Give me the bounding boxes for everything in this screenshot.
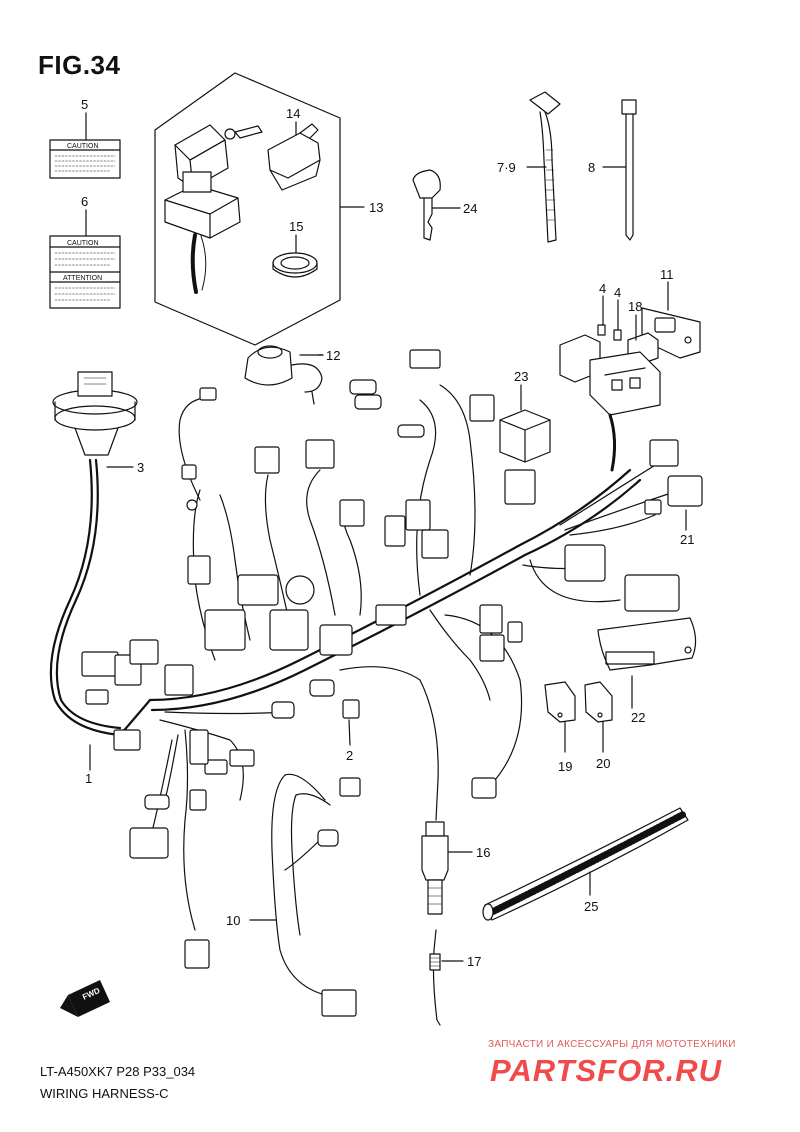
- watermark-caption: ЗАПЧАСТИ И АКСЕССУАРЫ ДЛЯ МОТОТЕХНИКИ: [488, 1039, 736, 1050]
- callout-16: 16: [476, 845, 490, 860]
- callout-19: 19: [558, 759, 572, 774]
- part-17-spring: [429, 929, 464, 1026]
- part-19-clip: [544, 681, 576, 753]
- main-harness: [49, 458, 642, 737]
- callout-20: 20: [596, 756, 610, 771]
- watermark-logo: PARTSFOR.RU: [490, 1053, 723, 1088]
- caution-6-text: CAUTION: [67, 240, 99, 247]
- part-25-corrugated-tube: [482, 807, 689, 921]
- part-12-socket: [244, 345, 324, 405]
- part-6-caution-attention-label: [49, 235, 121, 309]
- callout-6: 6: [81, 194, 88, 209]
- part-16-sensor: [421, 821, 473, 915]
- part-3-grommet: [52, 371, 138, 468]
- callout-25: 25: [584, 899, 598, 914]
- callout-13: 13: [369, 200, 383, 215]
- figure-title: FIG.34: [38, 50, 121, 80]
- callout-21: 21: [680, 532, 694, 547]
- part-10-sub-harness: [249, 773, 331, 996]
- callout-23: 23: [514, 369, 528, 384]
- callout-4a: 4: [599, 281, 606, 296]
- callout-3: 3: [137, 460, 144, 475]
- callout-2: 2: [346, 748, 353, 763]
- leader-2: [348, 719, 351, 746]
- callout-24: 24: [463, 201, 477, 216]
- part-24-key: [412, 169, 461, 241]
- part-15-ring-nut: [272, 234, 318, 278]
- callout-8: 8: [588, 160, 595, 175]
- fuse-box: [559, 334, 661, 472]
- part-5-caution-label: [49, 139, 121, 179]
- part-20-clip: [584, 681, 613, 753]
- callout-5: 5: [81, 97, 88, 112]
- part-13-outline: [154, 72, 341, 346]
- part-7-9-cable-tie: [526, 91, 561, 243]
- callout-10: 10: [226, 913, 240, 928]
- fwd-arrow-icon: FWD: [60, 980, 110, 1017]
- connectors: [81, 349, 703, 1017]
- part-14-key: [267, 121, 321, 191]
- callout-12: 12: [326, 348, 340, 363]
- callout-11: 11: [660, 267, 674, 282]
- callout-17: 17: [467, 954, 481, 969]
- part-22-bracket: [597, 617, 697, 709]
- part-8-cable-tie: [602, 99, 637, 241]
- part-4-fuses: [597, 295, 622, 341]
- part-23-module: [499, 384, 551, 463]
- callout-14: 14: [286, 106, 300, 121]
- callout-numbers: 5 6 14 13 15 12 7·9 8 24 11 4 4 18 23 3 …: [81, 97, 694, 969]
- model-code: LT-A450XK7 P28 P33_034: [40, 1064, 196, 1079]
- figure-subtitle: WIRING HARNESS-C: [40, 1086, 169, 1101]
- ignition-switch: [164, 124, 263, 294]
- callout-18: 18: [628, 299, 642, 314]
- callout-4b: 4: [614, 285, 621, 300]
- callout-7-9: 7·9: [497, 160, 516, 175]
- caution-5-text: CAUTION: [67, 143, 99, 150]
- attention-6-text: ATTENTION: [63, 275, 102, 282]
- callout-15: 15: [289, 219, 303, 234]
- callout-22: 22: [631, 710, 645, 725]
- callout-1: 1: [85, 771, 92, 786]
